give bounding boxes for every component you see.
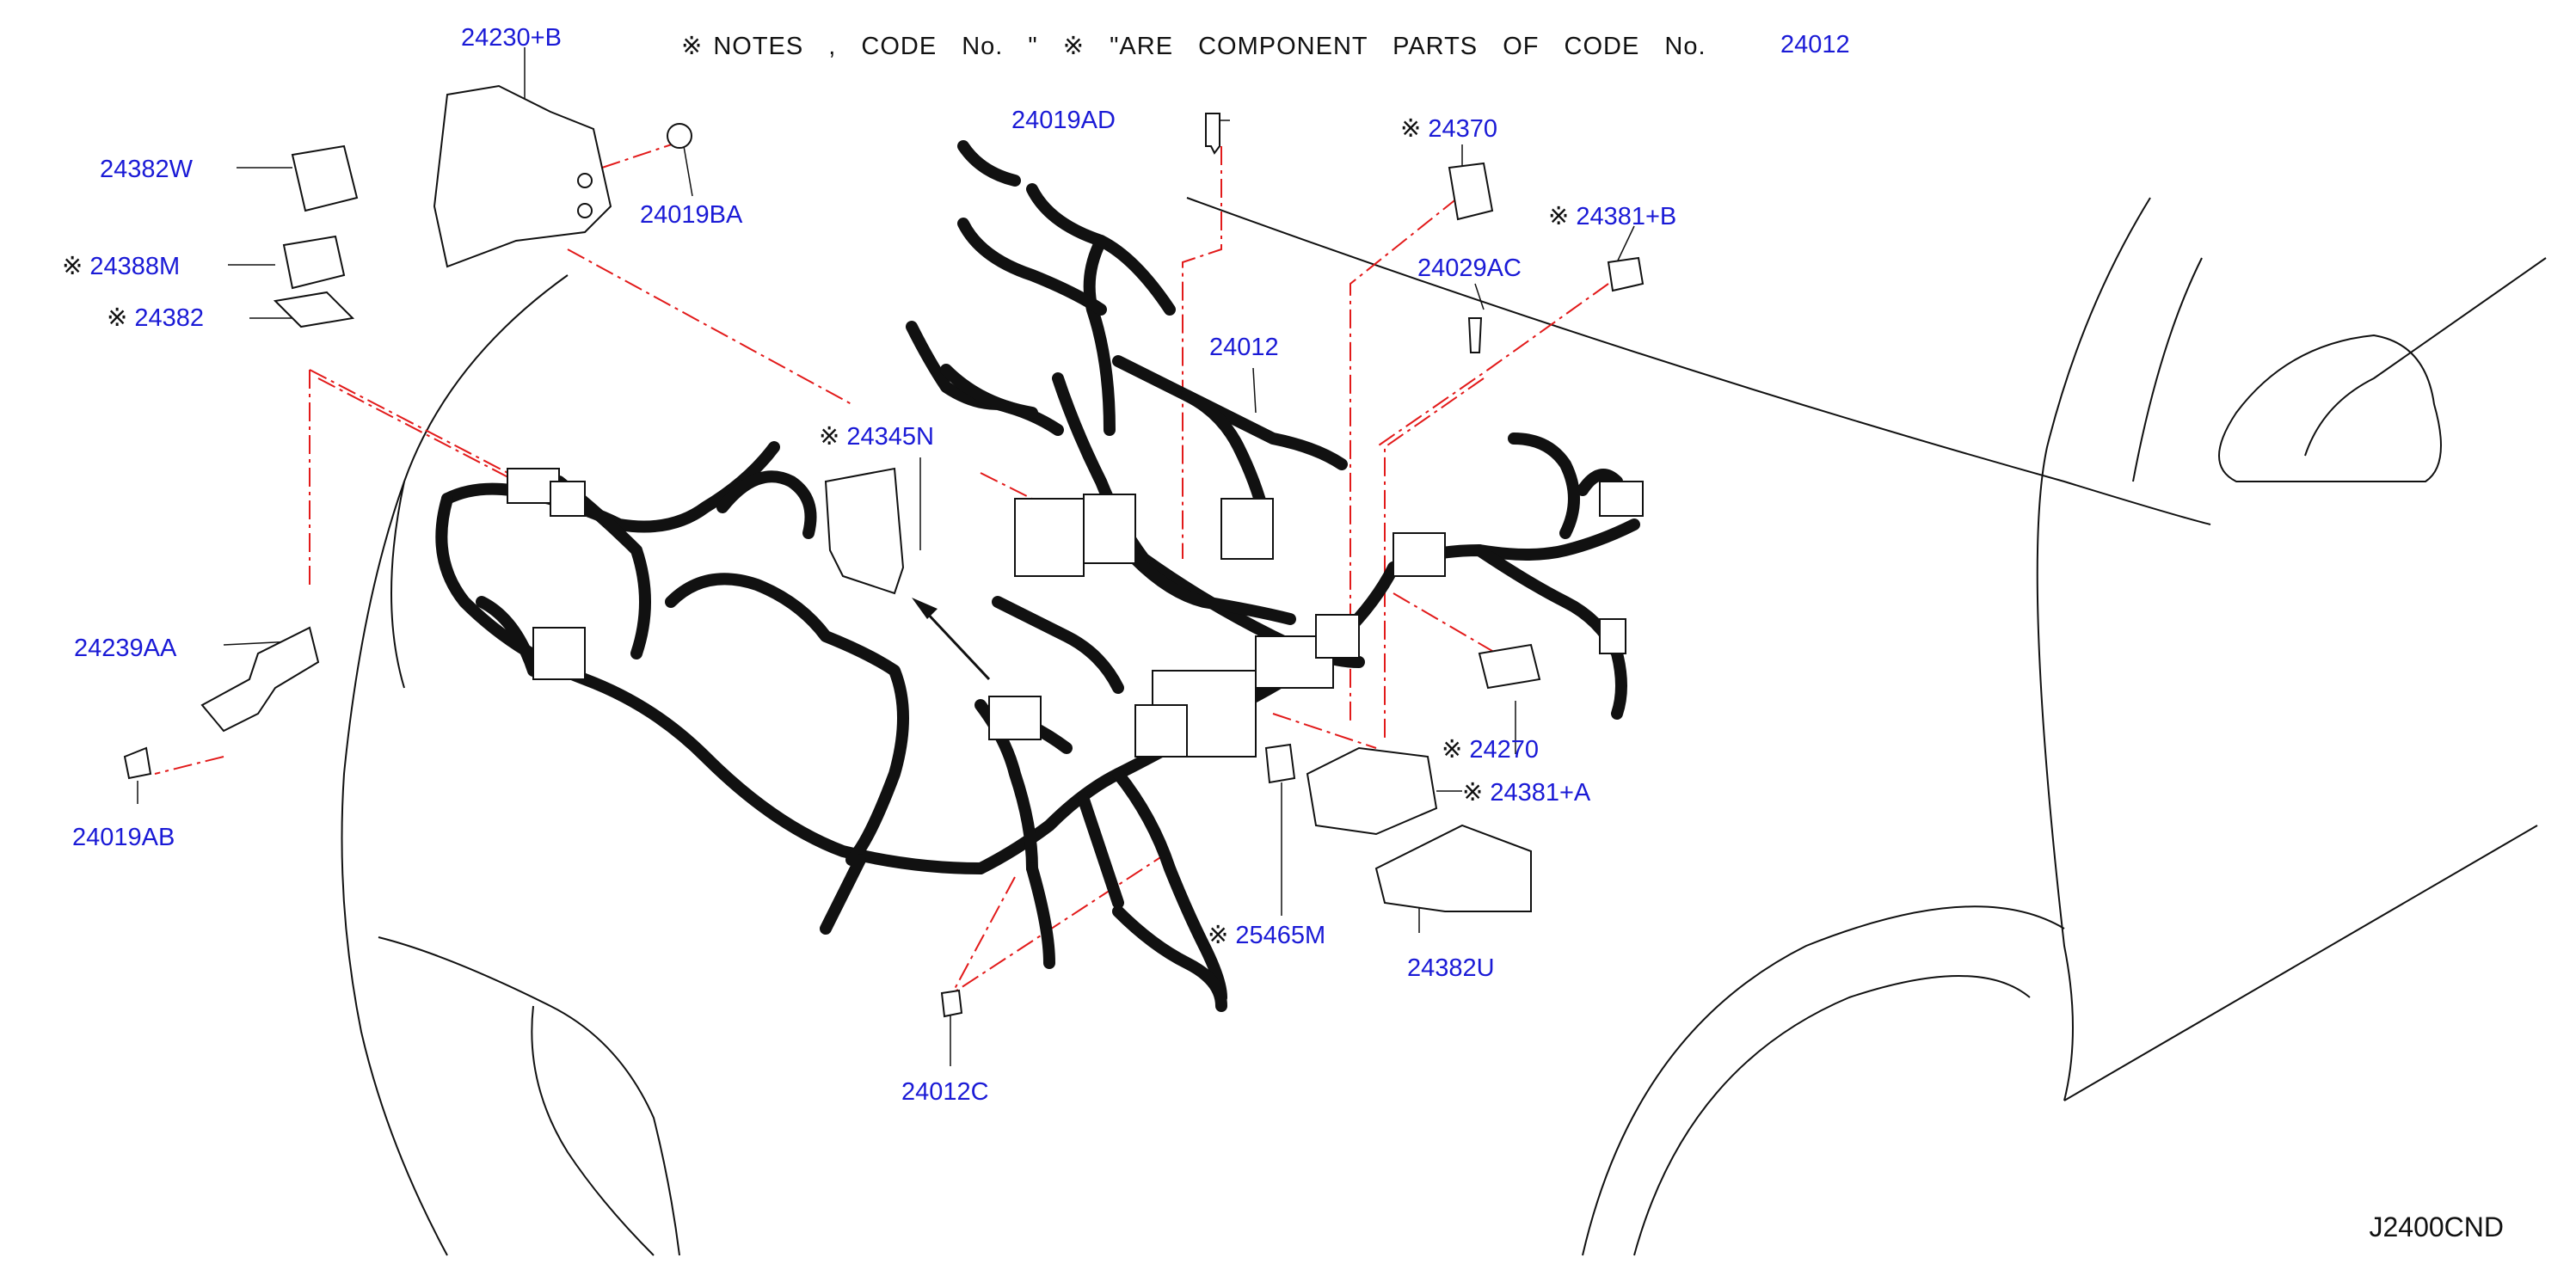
part-label[interactable]: 24382U <box>1407 954 1495 982</box>
note-text: NOTES , CODE No. " ※ "ARE COMPONENT PART… <box>713 33 1706 60</box>
bracket-24239aa <box>200 626 320 733</box>
diagram-reference: J2400CND <box>2369 1212 2504 1242</box>
bracket-24382 <box>273 291 355 328</box>
part-label[interactable]: 24382W <box>100 156 194 183</box>
note-mark: ※ <box>681 33 704 60</box>
leader-lines <box>154 141 1609 998</box>
part-label[interactable]: 24012 <box>1209 334 1279 361</box>
part-label[interactable]: 24239AA <box>74 635 177 662</box>
fuse-block-24381a <box>1306 746 1438 836</box>
cover-24382u <box>1374 824 1532 912</box>
part-label[interactable]: 24230+B <box>461 24 562 52</box>
part-label[interactable]: 24019AB <box>72 824 175 851</box>
connector-24381b <box>1607 256 1645 292</box>
relay-cover-24382w <box>291 144 359 212</box>
part-label[interactable]: 24029AC <box>1417 255 1522 282</box>
part-label[interactable]: 24019AD <box>1011 107 1116 134</box>
cover-24270 <box>1478 643 1541 690</box>
arrow <box>912 598 991 681</box>
part-label[interactable]: ※24381+A <box>1462 779 1591 807</box>
part-label[interactable]: ※24370 <box>1400 115 1497 143</box>
part-label[interactable]: 24019BA <box>640 201 743 229</box>
bracket-24230b <box>433 84 612 268</box>
part-label[interactable]: ※24382 <box>107 304 204 332</box>
bolt-24019ad <box>1205 113 1220 155</box>
part-label[interactable]: 24012C <box>901 1078 989 1106</box>
components <box>123 84 1645 1018</box>
note-code: 24012 <box>1780 31 1850 58</box>
part-label[interactable]: ※24381+B <box>1548 203 1677 230</box>
relay-24388m <box>282 235 346 290</box>
nut-24019ba <box>667 123 692 149</box>
vehicle-outline <box>341 197 2547 1256</box>
part-label[interactable]: ※25465M <box>1208 922 1326 949</box>
connector-24370 <box>1448 162 1494 221</box>
clip-24029ac <box>1467 317 1483 353</box>
bolt-24019ab <box>123 746 152 780</box>
relay-box-24345n <box>824 467 905 595</box>
harness-connectors <box>507 468 1644 758</box>
part-label[interactable]: ※24270 <box>1442 736 1539 764</box>
part-label[interactable]: ※24388M <box>62 253 181 280</box>
label-leaders <box>137 47 1635 1066</box>
relay-25465m <box>1264 743 1296 784</box>
notes-header: ※ NOTES , CODE No. " ※ "ARE COMPONENT PAR… <box>681 31 1706 61</box>
part-label[interactable]: ※24345N <box>819 423 934 451</box>
bolt-24012c <box>940 989 963 1018</box>
